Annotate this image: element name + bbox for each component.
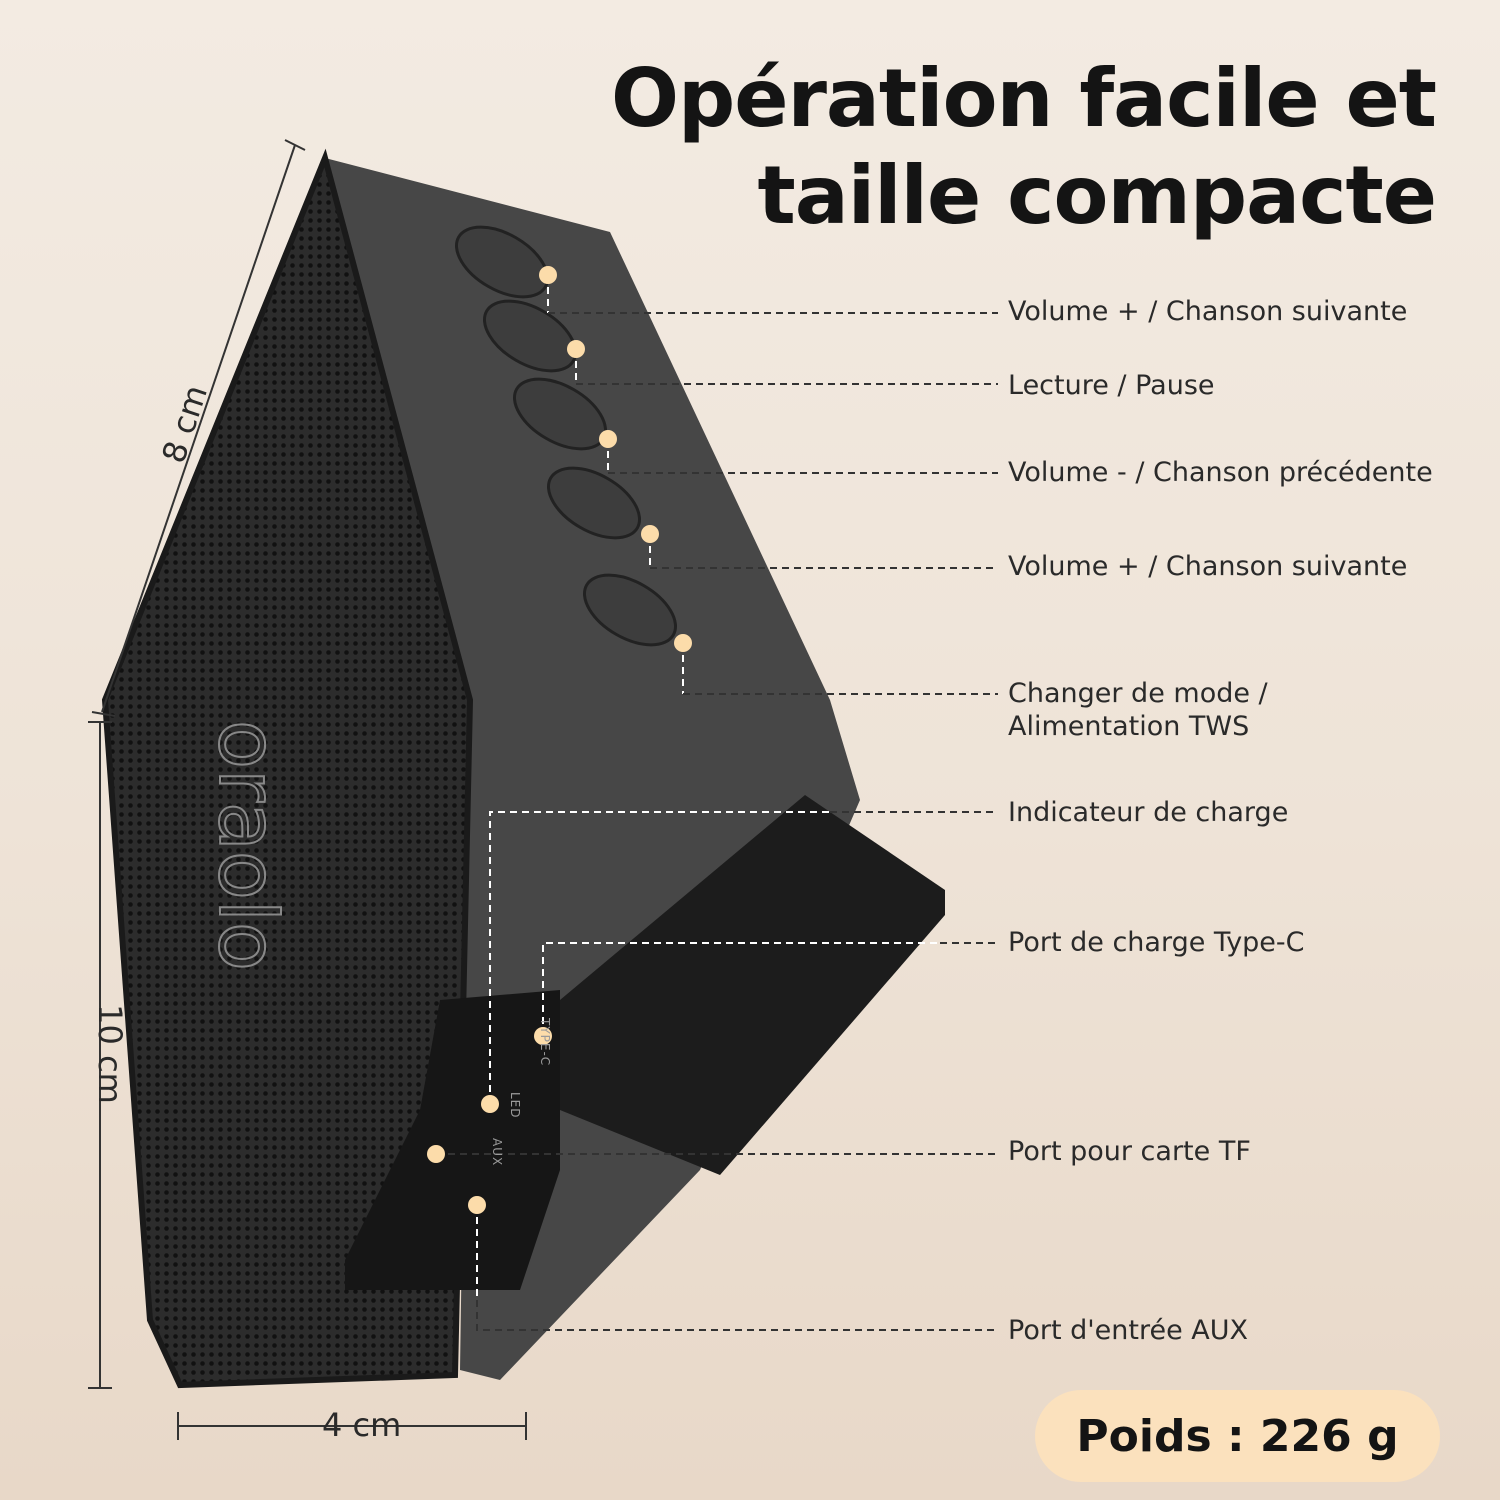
dimension-length: 10 cm	[90, 1004, 129, 1104]
label-volume-plus-next-2: Volume + / Chanson suivante	[1008, 551, 1408, 582]
buttons	[445, 213, 688, 659]
callout-dot	[539, 266, 557, 284]
callout-dot	[641, 525, 659, 543]
label-volume-minus-previous: Volume - / Chanson précédente	[1008, 457, 1433, 488]
label-volume-plus-next: Volume + / Chanson suivante	[1008, 296, 1408, 327]
headline: Opération facile et taille compacte	[610, 50, 1437, 244]
callout-dot	[674, 634, 692, 652]
dimension-lines	[88, 139, 527, 1440]
label-charge-indicator: Indicateur de charge	[1008, 797, 1289, 828]
callout-dot	[468, 1196, 486, 1214]
label-type-c-port: Port de charge Type-C	[1008, 927, 1305, 958]
mode-button[interactable]	[573, 561, 688, 659]
play-pause-button[interactable]	[473, 287, 588, 385]
label-mode-line-2: Alimentation TWS	[1008, 711, 1250, 742]
callout-dots	[427, 266, 692, 1214]
callout-dot	[567, 340, 585, 358]
label-tf-card-port: Port pour carte TF	[1008, 1136, 1251, 1167]
headline-line-1: Opération facile et	[610, 52, 1437, 145]
callout-dot	[534, 1027, 552, 1045]
label-aux-port: Port d'entrée AUX	[1008, 1315, 1249, 1346]
volume-plus-button[interactable]	[537, 454, 652, 552]
port-panel	[345, 990, 560, 1290]
callout-dot	[599, 430, 617, 448]
weight-badge: Poids : 226 g	[1035, 1390, 1440, 1482]
label-play-pause: Lecture / Pause	[1008, 370, 1215, 401]
headline-line-2: taille compacte	[757, 149, 1437, 242]
speaker-grille	[101, 148, 474, 1389]
port-marking-type-c: TYPE-C	[538, 1018, 552, 1067]
port-marking-led: LED	[508, 1092, 522, 1119]
brand-logo: oraolo	[201, 720, 294, 971]
callout-dot	[481, 1095, 499, 1113]
weight-text: Poids : 226 g	[1076, 1410, 1399, 1462]
port-marking-aux: AUX	[490, 1138, 504, 1167]
leader-lines	[436, 275, 998, 1331]
dimension-width: 4 cm	[322, 1406, 402, 1444]
callout-dot	[427, 1145, 445, 1163]
power-button[interactable]	[445, 213, 560, 311]
type-c-plug	[560, 795, 945, 1175]
label-mode-line-1: Changer de mode /	[1008, 678, 1268, 709]
